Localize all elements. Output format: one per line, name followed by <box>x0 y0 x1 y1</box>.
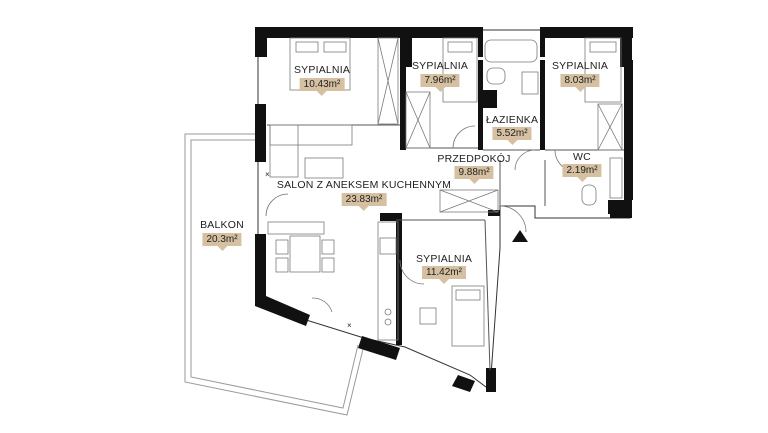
balcony-outline <box>184 133 365 416</box>
room-label-wc: WC <box>573 151 591 163</box>
area-badge-sypialnia-1: 10.43m² <box>299 78 345 96</box>
room-label-przedpokoj: PRZEDPOKÓJ <box>437 153 511 165</box>
room-label-salon: SALON Z ANEKSEM KUCHENNYM <box>276 179 452 191</box>
walls <box>255 27 633 392</box>
area-badge-salon: 23.83m² <box>341 193 387 211</box>
room-label-sypialnia-3: SYPIALNIA <box>551 60 609 72</box>
area-badge-wc: 2.19m² <box>562 164 602 182</box>
area-badge-sypialnia-3: 8.03m² <box>560 74 600 92</box>
room-label-balkon: BALKON <box>200 219 244 231</box>
area-badge-sypialnia-4: 11.42m² <box>422 266 466 284</box>
area-badge-lazienka: 5.52m² <box>492 127 532 145</box>
area-badge-sypialnia-2: 7.96m² <box>420 74 460 92</box>
room-label-sypialnia-4: SYPIALNIA <box>415 253 473 265</box>
area-badge-balkon: 20.3m² <box>202 233 242 251</box>
area-badge-przedpokoj: 9.88m² <box>454 166 494 184</box>
room-label-sypialnia-2: SYPIALNIA <box>411 60 469 72</box>
room-label-sypialnia-1: SYPIALNIA <box>293 64 351 76</box>
room-label-lazienka: ŁAZIENKA <box>485 114 539 126</box>
window-mark: × <box>347 321 352 330</box>
entrance-arrow-icon <box>512 230 528 242</box>
window-mark: × <box>265 170 270 179</box>
